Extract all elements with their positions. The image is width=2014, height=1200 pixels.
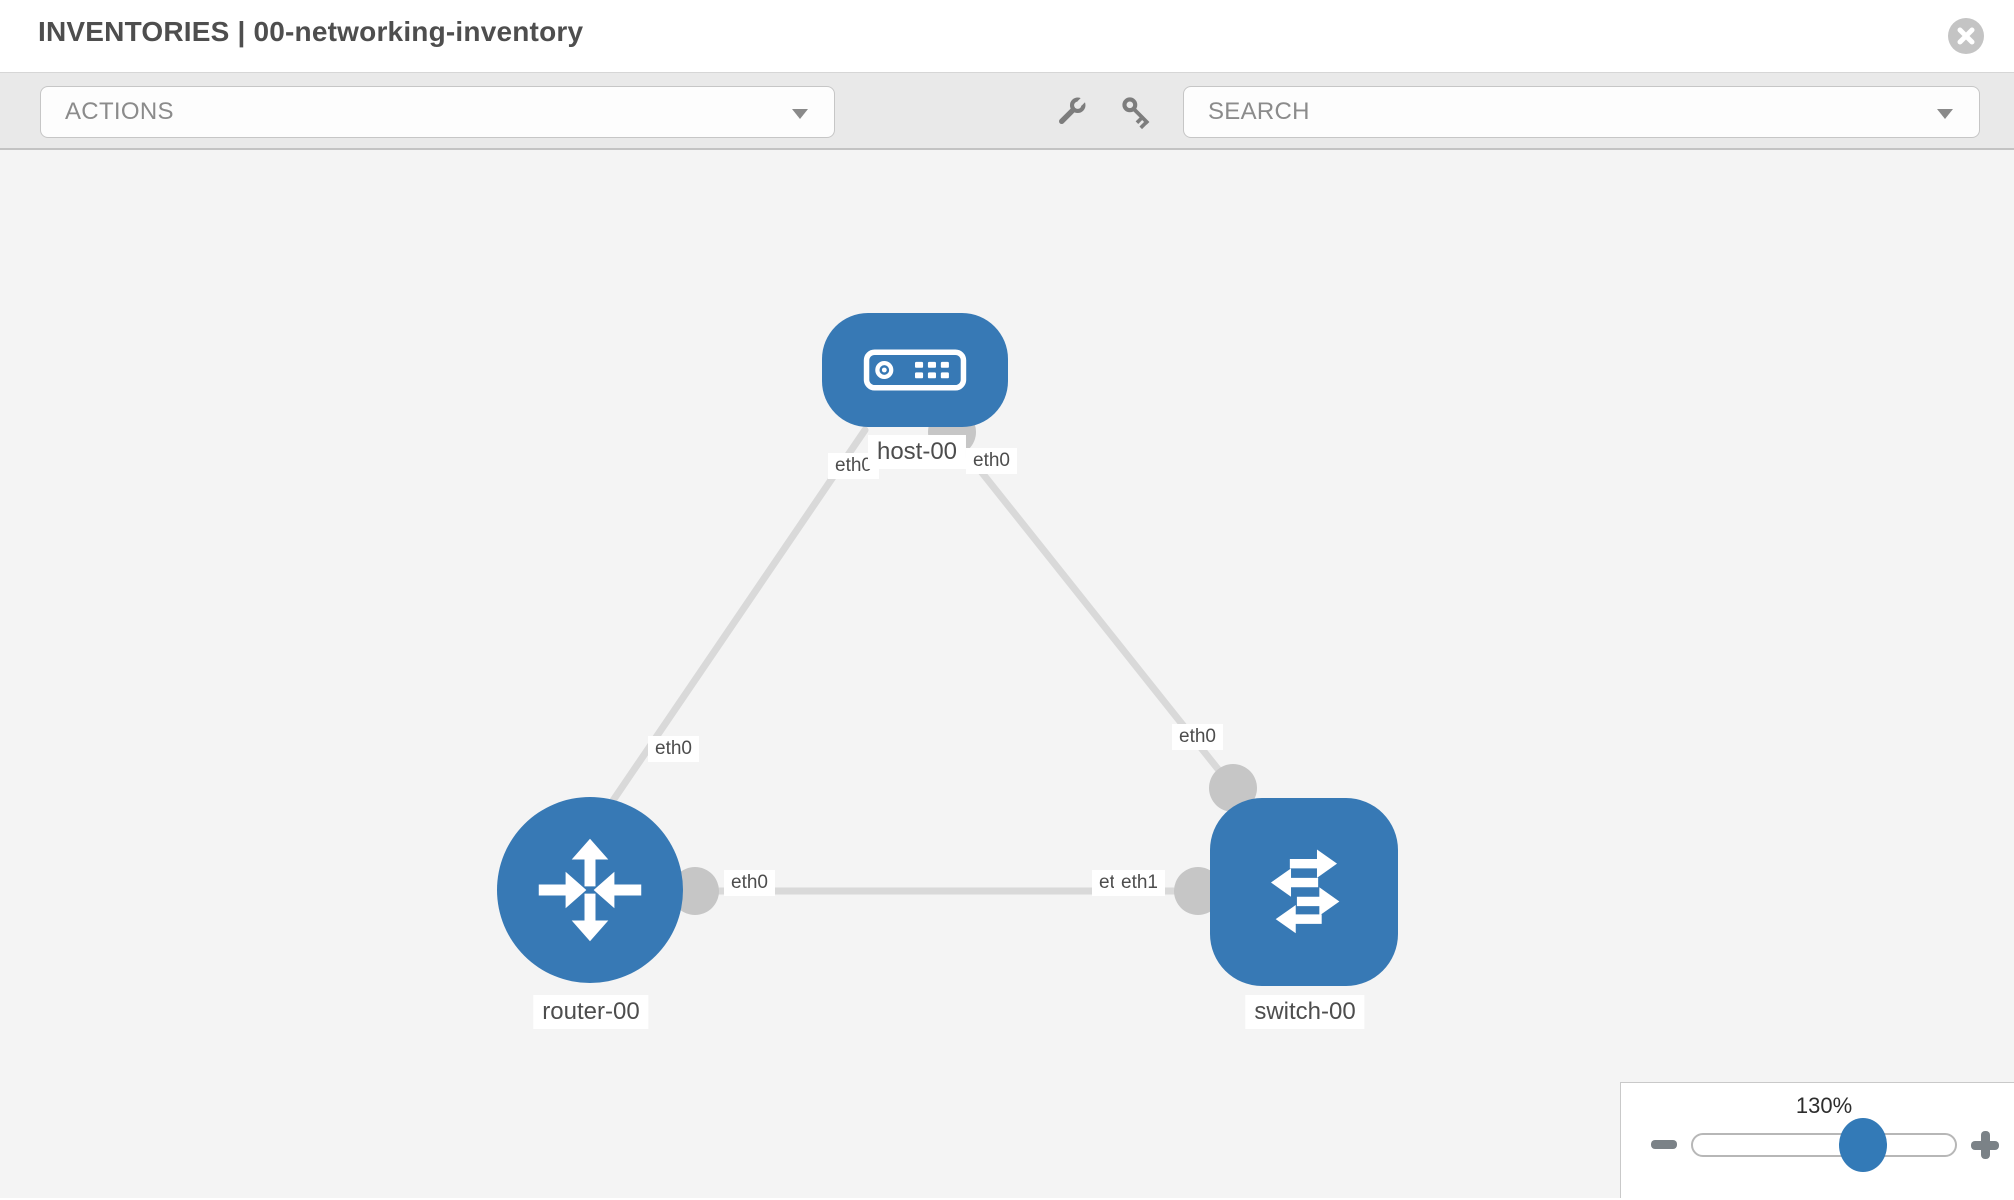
zoom-panel: 130% (1620, 1082, 2014, 1198)
zoom-slider-track[interactable] (1691, 1133, 1957, 1157)
key-icon[interactable] (1118, 93, 1156, 131)
header: INVENTORIES | 00-networking-inventory (0, 0, 2014, 72)
search-dropdown[interactable]: SEARCH (1183, 86, 1980, 138)
node-label-router: router-00 (533, 995, 649, 1029)
iface-label: eth0 (966, 448, 1017, 474)
host-icon (863, 349, 967, 391)
chevron-down-icon (792, 109, 808, 119)
node-switch-00[interactable] (1210, 798, 1398, 986)
close-x-glyph (1957, 27, 1975, 45)
node-label-switch: switch-00 (1245, 995, 1365, 1029)
iface-label: eth0 (648, 736, 699, 762)
search-label: SEARCH (1208, 98, 1310, 125)
page-title: INVENTORIES | 00-networking-inventory (38, 16, 584, 47)
topology-links-layer (608, 408, 1257, 915)
node-host-00[interactable] (822, 313, 1008, 427)
zoom-level-readout: 130% (1795, 1093, 1853, 1118)
node-router-00[interactable] (497, 797, 683, 983)
toolbar: ACTIONS SEARC (0, 72, 2014, 150)
actions-dropdown[interactable]: ACTIONS (40, 86, 835, 138)
iface-label: eth0 (1172, 724, 1223, 750)
iface-label: eth0 (724, 870, 775, 896)
router-icon (538, 838, 642, 942)
switch-icon (1270, 849, 1340, 934)
wrench-icon[interactable] (1052, 93, 1090, 131)
endpoint-router-right (671, 867, 719, 915)
close-icon[interactable] (1948, 18, 1984, 54)
iface-label: eth1 (1114, 870, 1165, 896)
node-label-host: host-00 (867, 435, 967, 469)
zoom-out-minus-icon[interactable] (1651, 1140, 1677, 1149)
chevron-down-icon (1937, 109, 1953, 119)
actions-dropdown-label: ACTIONS (65, 98, 174, 125)
zoom-slider-thumb[interactable] (1839, 1118, 1887, 1172)
topology-links (608, 426, 1237, 895)
interface-endpoints (671, 408, 1257, 915)
zoom-in-plus-icon[interactable] (1971, 1131, 1999, 1159)
topology-canvas[interactable]: eth0 eth0 eth0 eth0 eth0 eth0 eth1 host-… (0, 150, 2014, 1198)
